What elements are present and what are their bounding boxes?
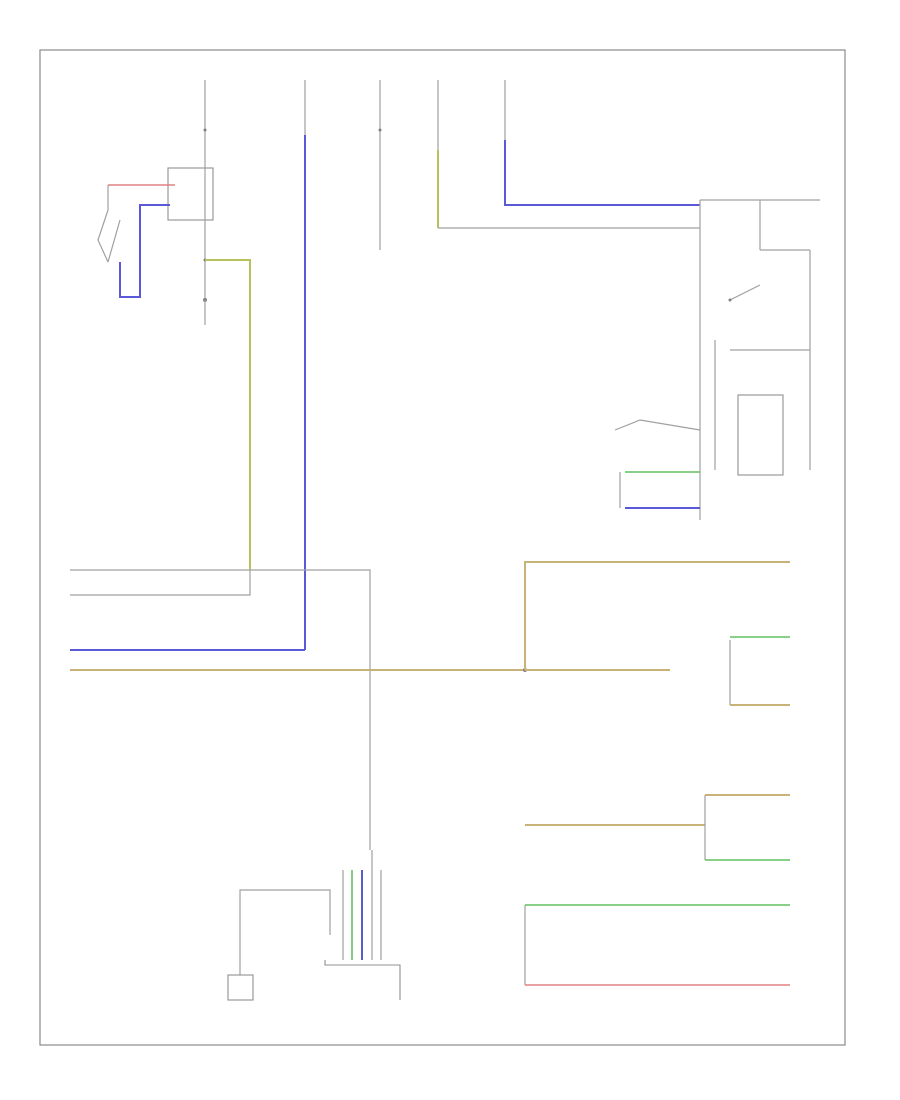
fuse-feed-3 bbox=[378, 80, 382, 250]
tan-trunk-right bbox=[524, 561, 790, 706]
relay-block-left bbox=[97, 165, 251, 570]
wire-blue-right bbox=[504, 140, 700, 206]
bottom-center-module bbox=[324, 850, 401, 1000]
right-module bbox=[699, 199, 820, 520]
lower-right-connectors bbox=[525, 794, 790, 861]
bottom-left-module bbox=[227, 889, 331, 1001]
right-sensor-2 bbox=[619, 471, 700, 509]
right-sensor-1 bbox=[614, 419, 701, 431]
fuse-feed-1 bbox=[203, 80, 207, 165]
diagram-border bbox=[39, 49, 846, 1046]
bottom-right-pair bbox=[524, 904, 790, 986]
bus-wires-left bbox=[70, 569, 525, 850]
